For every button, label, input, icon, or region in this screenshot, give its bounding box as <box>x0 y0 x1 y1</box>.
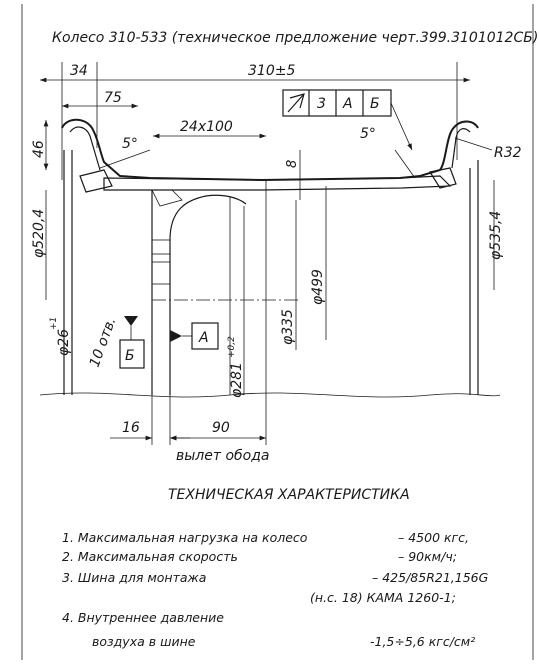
dim-34: 34 <box>70 63 88 79</box>
disc-inner-curve <box>169 194 247 395</box>
disc-hatch-2 <box>151 261 171 285</box>
spec-item-2-label: 2. Максимальная скорость <box>62 549 238 564</box>
right-bead-hatch <box>429 167 457 189</box>
dim-24x100: 24х100 <box>180 119 233 135</box>
tolerance-base-a: А <box>342 96 353 112</box>
tolerance-value: 3 <box>317 96 326 112</box>
dim-26: φ26 <box>56 329 72 356</box>
dim-281-tolerance: +0,2 <box>227 336 237 358</box>
datum-b: Б <box>125 348 135 364</box>
dim-535: φ535,4 <box>488 211 504 260</box>
disc-hatch-1 <box>151 239 171 255</box>
offset-label: вылет обода <box>176 448 270 464</box>
lock-ring-hatch <box>79 169 113 193</box>
spec-item-2-value: – 90км/ч; <box>398 549 457 564</box>
dim-310: 310±5 <box>248 63 295 79</box>
angle-left-ray <box>99 149 151 169</box>
angle-5-left: 5° <box>122 136 138 152</box>
dim-8: 8 <box>285 160 300 168</box>
rim-left-flange-inner <box>69 126 101 171</box>
dim-46: 46 <box>31 140 47 158</box>
dim-16: 16 <box>122 420 140 436</box>
angle-5-right: 5° <box>360 126 376 142</box>
tolerance-leader <box>390 102 413 151</box>
dim-90: 90 <box>212 420 230 436</box>
datum-a: А <box>198 330 209 346</box>
spec-item-4-cont: воздуха в шине <box>92 634 196 649</box>
tolerance-base-b: Б <box>370 96 380 112</box>
datum-b-triangle <box>124 316 138 326</box>
datum-a-triangle <box>170 330 182 342</box>
dim-520: φ520,4 <box>31 209 47 258</box>
r32-leader <box>454 137 493 151</box>
datum-b-box <box>119 339 145 369</box>
dim-499: φ499 <box>310 269 326 305</box>
spec-item-1-label: 1. Максимальная нагрузка на колесо <box>62 530 308 545</box>
rim-right-flange-inner <box>451 128 471 169</box>
spec-item-3-value: – 425/85R21,156G <box>372 570 489 585</box>
break-line <box>39 392 501 398</box>
dim-281: φ281 <box>229 362 245 398</box>
angle-right-ray <box>394 149 416 179</box>
rim-section-hatch <box>103 175 452 191</box>
dim-75: 75 <box>104 90 122 106</box>
spec-item-3-tire: (н.с. 18) КАМА 1260-1; <box>310 590 456 605</box>
runout-icon <box>287 93 305 113</box>
disc-weld-hatch <box>151 189 183 207</box>
spec-heading: ТЕХНИЧЕСКАЯ ХАРАКТЕРИСТИКА <box>168 487 410 503</box>
datum-a-box <box>191 322 219 350</box>
radius-32: R32 <box>494 145 522 161</box>
dim-26-tolerance: +1 <box>49 317 59 330</box>
drawing-title: Колесо 310-533 (техническое предложение … <box>52 30 538 46</box>
spec-item-4-label: 4. Внутреннее давление <box>62 610 224 625</box>
spec-item-3-label: 3. Шина для монтажа <box>62 570 207 585</box>
spec-item-1-value: – 4500 кгс, <box>398 530 469 545</box>
holes-count: 10 отв. <box>87 315 120 369</box>
spec-item-4-value: -1,5÷5,6 кгс/см² <box>370 634 476 649</box>
dim-335: φ335 <box>280 309 296 345</box>
